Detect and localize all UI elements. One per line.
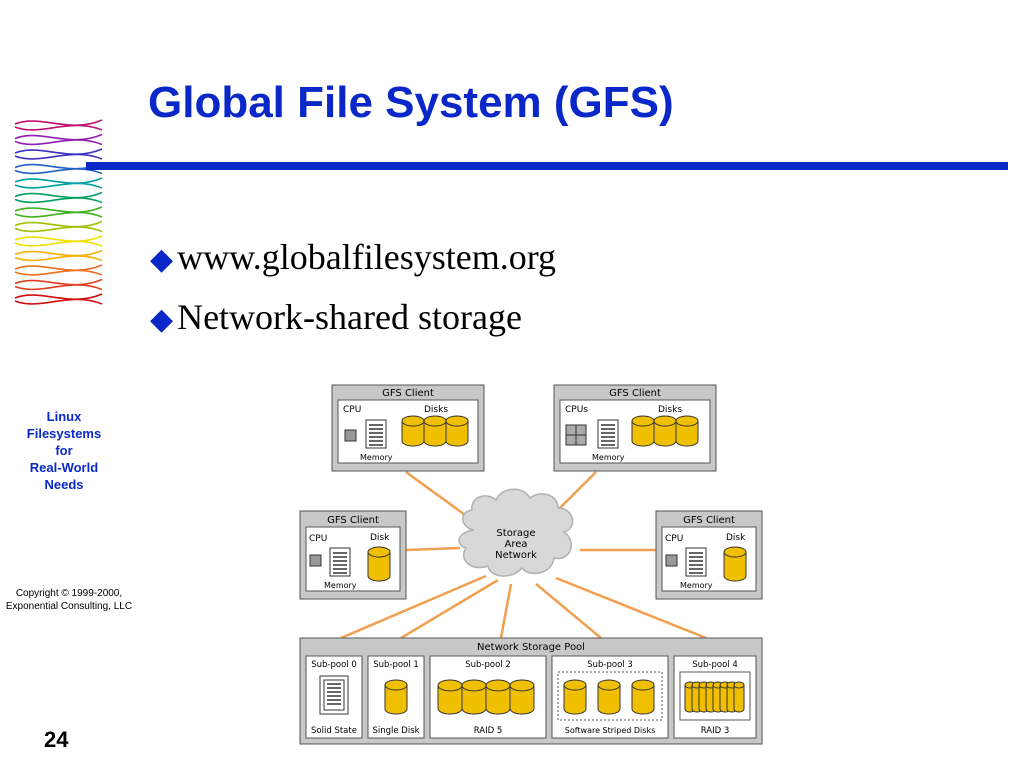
disk-icon <box>461 679 487 715</box>
sidebar-line: for <box>55 443 73 458</box>
disk-icon <box>437 679 463 715</box>
disk-icon <box>445 415 469 447</box>
disk-icon <box>384 679 408 715</box>
subpool-box: Sub-pool 3 Software Striped Disks <box>551 655 669 739</box>
sidebar-line: Real-World <box>29 460 99 475</box>
client-title: GFS Client <box>683 515 735 526</box>
cpu-label: CPU <box>665 534 683 544</box>
disk-icon <box>597 679 621 715</box>
cpu-chip-icon <box>565 424 587 446</box>
cloud-label: Area <box>504 539 527 550</box>
diamond-bullet-icon: ◆ <box>150 243 174 276</box>
gfs-client-box: GFS Client CPUs Disks Memory <box>553 384 717 472</box>
subpool-caption: Software Striped Disks <box>565 726 656 735</box>
memory-label: Memory <box>324 581 357 590</box>
cpu-chip-icon <box>665 554 678 567</box>
disk-icon <box>653 415 677 447</box>
disks-label: Disks <box>658 405 682 415</box>
cloud-label: Storage <box>496 528 535 539</box>
memory-icon <box>329 547 351 577</box>
bullet-item: ◆Network-shared storage <box>150 296 522 338</box>
disk-icon <box>675 415 699 447</box>
disk-icon <box>631 415 655 447</box>
link-line <box>400 578 499 640</box>
cpu-label: CPU <box>343 405 361 415</box>
subpool-caption: Single Disk <box>372 726 419 736</box>
bullet-text: Network-shared storage <box>177 297 522 337</box>
gfs-architecture-diagram: Storage Area Network GFS Client CPU Disk… <box>299 384 763 745</box>
disks-label: Disk <box>370 533 390 543</box>
subpool-title: Sub-pool 2 <box>465 660 511 670</box>
disk-icon <box>733 681 745 713</box>
subpool-caption: Solid State <box>311 726 357 736</box>
disk-icon <box>631 679 655 715</box>
disk-icon <box>509 679 535 715</box>
memory-icon <box>365 419 387 449</box>
sidebar-line: Filesystems <box>26 426 102 441</box>
memory-icon <box>685 547 707 577</box>
copyright-line: Copyright © 1999-2000, <box>15 588 123 599</box>
network-storage-pool: Network Storage Pool Sub-pool 0 Solid St… <box>299 637 763 745</box>
cloud-icon <box>458 488 574 577</box>
gfs-client-box: GFS Client CPU Disk Memory <box>655 510 763 600</box>
client-title: GFS Client <box>382 388 434 399</box>
sidebar-line: Needs <box>44 477 84 492</box>
subpool-title: Sub-pool 1 <box>373 660 419 670</box>
subpool-box: Sub-pool 1 Single Disk <box>367 655 425 739</box>
cpu-label: CPU <box>309 534 327 544</box>
subpool-box: Sub-pool 4 RAID 3 <box>673 655 757 739</box>
diamond-bullet-icon: ◆ <box>150 303 174 336</box>
link-line <box>340 574 487 640</box>
disk-icon <box>563 679 587 715</box>
memory-icon <box>597 419 619 449</box>
sidebar-caption: Linux Filesystems for Real-World Needs <box>10 408 118 493</box>
disk-icon <box>367 546 391 582</box>
bullet-item: ◆www.globalfilesystem.org <box>150 236 556 278</box>
cpu-chip-icon <box>344 429 357 442</box>
cpu-label: CPUs <box>565 405 588 415</box>
client-title: GFS Client <box>609 388 661 399</box>
sidebar-line: Linux <box>46 409 82 424</box>
cpu-chip-icon <box>309 554 322 567</box>
subpool-caption: RAID 3 <box>701 726 730 736</box>
memory-icon <box>319 675 349 715</box>
disk-icon <box>401 415 425 447</box>
page-number: 24 <box>44 727 69 752</box>
pool-title: Network Storage Pool <box>477 642 585 653</box>
weave-logo-icon <box>14 119 103 305</box>
link-line <box>555 576 707 640</box>
cloud-label: Network <box>495 550 537 561</box>
subpool-title: Sub-pool 0 <box>311 660 357 670</box>
title-rule <box>86 162 1008 170</box>
memory-label: Memory <box>680 581 713 590</box>
subpool-box: Sub-pool 2 RAID 5 <box>429 655 547 739</box>
subpool-box: Sub-pool 0 Solid State <box>305 655 363 739</box>
slide-title: Global File System (GFS) <box>148 78 674 127</box>
disk-icon <box>485 679 511 715</box>
memory-label: Memory <box>360 453 393 462</box>
bullet-text: www.globalfilesystem.org <box>177 237 557 277</box>
subpool-caption: RAID 5 <box>474 726 503 736</box>
gfs-client-box: GFS Client CPU Disk Memory <box>299 510 407 600</box>
link-line <box>405 470 473 522</box>
disks-label: Disks <box>424 405 448 415</box>
link-line <box>499 583 513 639</box>
link-line <box>535 583 602 639</box>
client-title: GFS Client <box>327 515 379 526</box>
subpool-title: Sub-pool 4 <box>692 660 738 670</box>
disks-label: Disk <box>726 533 746 543</box>
disk-icon <box>723 546 747 582</box>
network-links <box>340 470 707 640</box>
disk-icon <box>423 415 447 447</box>
gfs-client-box: GFS Client CPU Disks Memory <box>331 384 485 472</box>
copyright-note: Copyright © 1999-2000, Exponential Consu… <box>2 587 136 613</box>
memory-label: Memory <box>592 453 625 462</box>
link-line <box>405 546 461 552</box>
copyright-line: Exponential Consulting, LLC <box>5 601 133 612</box>
subpool-title: Sub-pool 3 <box>587 660 633 670</box>
